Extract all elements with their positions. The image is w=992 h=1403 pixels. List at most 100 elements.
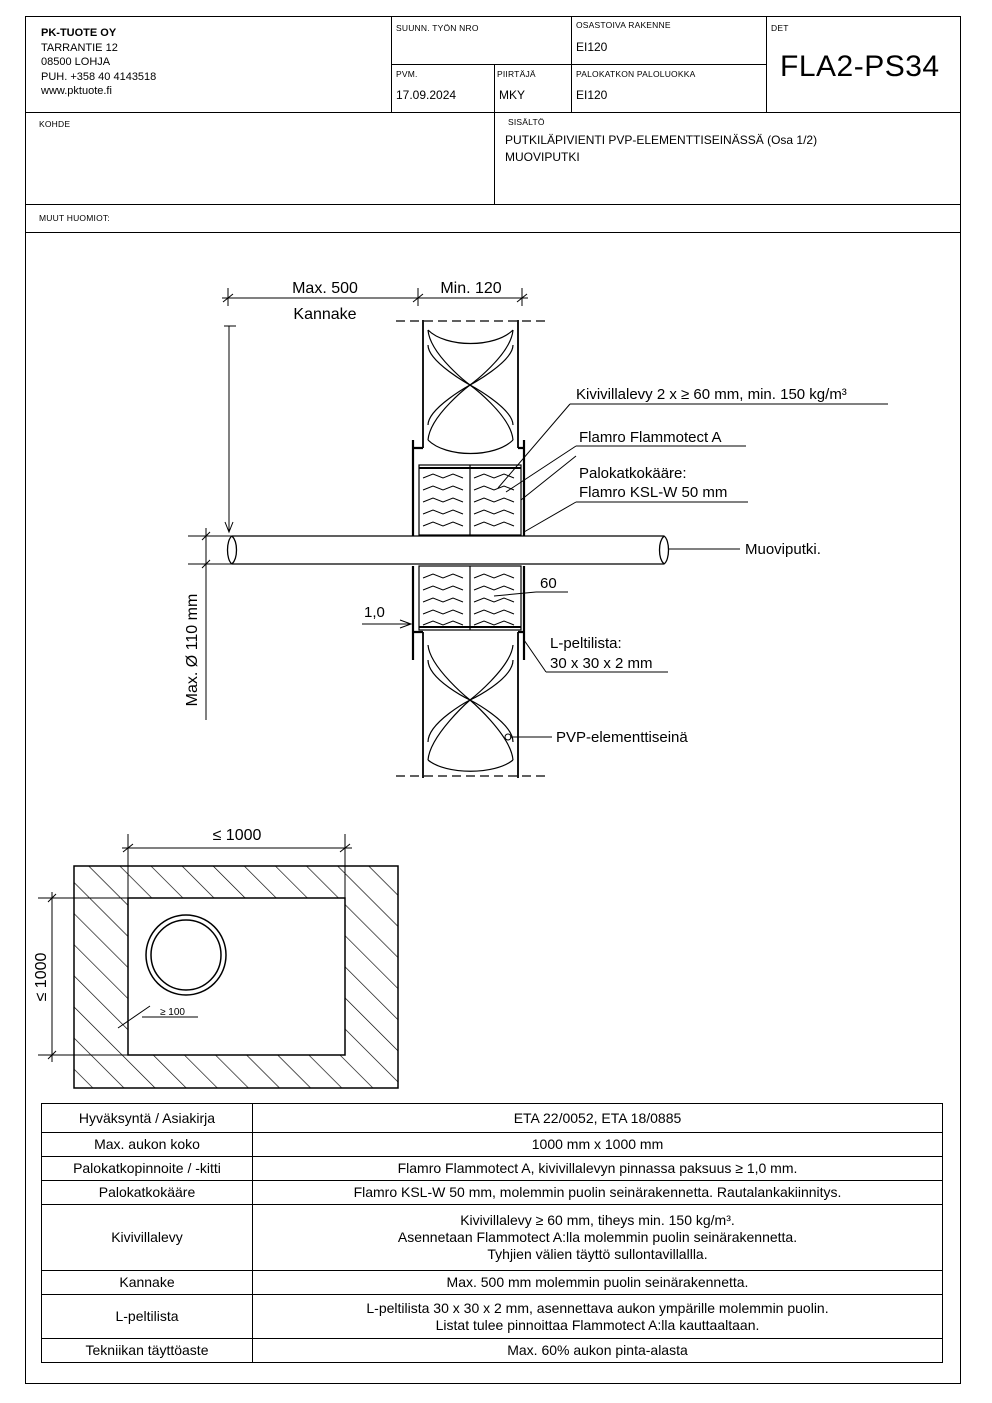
table-row: Kivivillalevy Kivivillalevy ≥ 60 mm, tih… (41, 1204, 943, 1271)
row-value: 1000 mm x 1000 mm (252, 1132, 943, 1157)
pipe-circle-outer (145, 914, 227, 996)
row-value-line: Kivivillalevy ≥ 60 mm, tiheys min. 150 k… (460, 1212, 735, 1228)
piirtaja-value: MKY (499, 88, 526, 102)
dim-min120: Min. 120 (440, 280, 501, 297)
tb-divider (391, 64, 571, 65)
pvm-label: PVM. (396, 69, 418, 79)
row-key: L-peltilista (41, 1294, 253, 1339)
row-value: Flamro KSL-W 50 mm, molemmin puolin sein… (252, 1180, 943, 1205)
label-kivivillalevy: Kivivillalevy 2 x ≥ 60 mm, min. 150 kg/m… (576, 386, 847, 403)
company-phone: PUH. +358 40 4143518 (41, 70, 157, 83)
l-profile-strips (411, 440, 526, 660)
paloluokka-value: EI120 (576, 88, 608, 102)
row-key: Kivivillalevy (41, 1204, 253, 1271)
table-row: Palokatkokääre Flamro KSL-W 50 mm, molem… (41, 1180, 943, 1205)
row-key: Tekniikan täyttöaste (41, 1338, 253, 1363)
company-address: TARRANTIE 12 (41, 41, 118, 54)
label-flamro-flammotect: Flamro Flammotect A (579, 429, 722, 446)
tb-divider (766, 16, 767, 112)
tb-divider (25, 204, 961, 205)
company-block: PK-TUOTE OY TARRANTIE 12 08500 LOHJA PUH… (41, 26, 156, 99)
row-value-line: Flamro KSL-W 50 mm, molemmin puolin sein… (353, 1184, 842, 1200)
sisalto-label: SISÄLTÖ (508, 117, 545, 127)
table-row: Palokatkopinnoite / -kitti Flamro Flammo… (41, 1156, 943, 1181)
company-name: PK-TUOTE OY (41, 27, 117, 39)
tb-divider (25, 232, 961, 233)
plan-dimensions (38, 834, 352, 1062)
plan-dim-offset: ≥ 100 (160, 1007, 185, 1018)
row-key: Hyväksyntä / Asiakirja (41, 1103, 253, 1133)
plastic-pipe (226, 535, 670, 565)
det-label: DET (771, 23, 789, 33)
dimension-top (222, 288, 528, 534)
row-value: Max. 60% aukon pinta-alasta (252, 1338, 943, 1363)
tb-divider (494, 64, 495, 112)
tb-divider (494, 112, 495, 205)
label-muoviputki: Muoviputki. (745, 541, 821, 558)
suunn-label: SUUNN. TYÖN NRO (396, 23, 479, 33)
label-l-peltilista-size: 30 x 30 x 2 mm (550, 655, 653, 672)
dim-diameter: Max. Ø 110 mm (184, 594, 201, 707)
label-flamro-ksl: Flamro KSL-W 50 mm (579, 484, 727, 501)
row-key: Palokatkokääre (41, 1180, 253, 1205)
osasto-label: OSASTOIVA RAKENNE (576, 20, 671, 30)
muut-huomiot-label: MUUT HUOMIOT: (39, 213, 110, 223)
row-value-line: ETA 22/0052, ETA 18/0885 (513, 1109, 682, 1126)
mineral-wool-upper (427, 329, 514, 455)
row-value-line: Flamro Flammotect A, kivivillalevyn pinn… (397, 1160, 798, 1176)
sisalto-line-2: MUOVIPUTKI (505, 150, 580, 164)
table-row: Max. aukon koko 1000 mm x 1000 mm (41, 1132, 943, 1157)
mineral-wool-lower (427, 644, 514, 772)
kohde-label: KOHDE (39, 119, 71, 129)
company-website: www.pktuote.fi (41, 85, 112, 97)
row-value-line: Tyhjien välien täyttö sullontavillallla. (487, 1246, 708, 1262)
sisalto-line-1: PUTKILÄPIVIENTI PVP-ELEMENTTISEINÄSSÄ (O… (505, 133, 818, 147)
table-row: Hyväksyntä / Asiakirja ETA 22/0052, ETA … (41, 1103, 943, 1133)
row-value: Flamro Flammotect A, kivivillalevyn pinn… (252, 1156, 943, 1181)
row-value-line: Asennetaan Flammotect A:lla molemmin puo… (397, 1229, 798, 1245)
drawing-frame (25, 16, 961, 1384)
row-value: Max. 500 mm molemmin puolin seinärakenne… (252, 1270, 943, 1295)
wall-break-lines (396, 320, 548, 777)
fire-board-upper (418, 464, 522, 536)
det-value: FLA2-PS34 (780, 50, 940, 83)
table-row: Kannake Max. 500 mm molemmin puolin sein… (41, 1270, 943, 1295)
plan-dim-height: ≤ 1000 (33, 952, 50, 1001)
row-value-line: 1000 mm x 1000 mm (531, 1136, 664, 1152)
company-postcode: 08500 LOHJA (41, 56, 111, 68)
spec-table: Hyväksyntä / Asiakirja ETA 22/0052, ETA … (41, 1103, 943, 1363)
dim-kannake: Kannake (293, 306, 356, 323)
dim-max500: Max. 500 (292, 280, 358, 297)
row-key: Palokatkopinnoite / -kitti (41, 1156, 253, 1181)
row-value: ETA 22/0052, ETA 18/0885 (252, 1103, 943, 1133)
leader-lines (362, 403, 888, 738)
row-value-line: Listat tulee pinnoittaa Flammotect A:lla… (435, 1316, 760, 1333)
row-value-line: Max. 500 mm molemmin puolin seinärakenne… (446, 1274, 749, 1290)
tb-divider (25, 112, 961, 113)
row-key: Kannake (41, 1270, 253, 1295)
pipe-circle-inner (150, 919, 222, 991)
piirtaja-label: PIIRTÄJÄ (497, 69, 536, 79)
osasto-value: EI120 (576, 40, 608, 54)
row-value: L-peltilista 30 x 30 x 2 mm, asennettava… (252, 1294, 943, 1339)
table-row: L-peltilista L-peltilista 30 x 30 x 2 mm… (41, 1294, 943, 1339)
plan-drawing: ≤ 1000 ≤ 1000 ≥ 100 (33, 827, 399, 1089)
tb-divider (571, 64, 766, 65)
dimension-diameter (188, 528, 232, 720)
paloluokka-label: PALOKATKON PALOLUOKKA (576, 69, 696, 79)
row-value: Kivivillalevy ≥ 60 mm, tiheys min. 150 k… (252, 1204, 943, 1271)
row-value-line: Max. 60% aukon pinta-alasta (507, 1342, 688, 1358)
pvm-value: 17.09.2024 (396, 88, 457, 102)
plan-dim-width: ≤ 1000 (213, 827, 262, 844)
label-palokatkokaare: Palokatkokääre: (579, 465, 687, 482)
fire-board-lower (418, 565, 522, 631)
label-l-peltilista: L-peltilista: (550, 635, 622, 652)
label-pvp-elementtiseina: PVP-elementtiseinä (556, 729, 688, 746)
label-60: 60 (540, 575, 557, 592)
row-key: Max. aukon koko (41, 1132, 253, 1157)
row-value-line: L-peltilista 30 x 30 x 2 mm, asennettava… (366, 1299, 829, 1316)
table-row: Tekniikan täyttöaste Max. 60% aukon pint… (41, 1338, 943, 1363)
label-1-0: 1,0 (364, 604, 385, 621)
wall-outline (422, 320, 519, 778)
